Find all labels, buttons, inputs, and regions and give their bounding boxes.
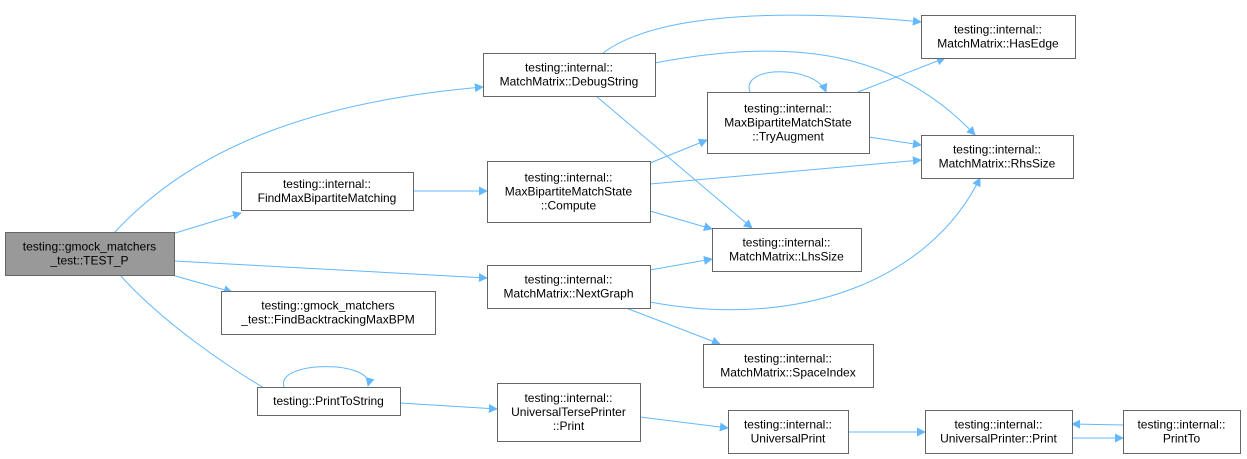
node-box bbox=[707, 92, 870, 154]
node-box bbox=[487, 265, 651, 309]
node-box bbox=[925, 410, 1073, 454]
node-hasedge[interactable]: testing::internal::MatchMatrix::HasEdge bbox=[921, 15, 1076, 59]
edge-compute-to-tryaugment bbox=[649, 138, 708, 164]
node-box bbox=[257, 387, 401, 416]
edge-compute-to-lhssize bbox=[649, 210, 713, 232]
node-label-line: testing::internal:: bbox=[953, 143, 1041, 157]
node-rhssize[interactable]: testing::internal::MatchMatrix::RhsSize bbox=[921, 135, 1074, 179]
edge-nextgraph-to-rhssize bbox=[649, 177, 981, 311]
node-label-line: MatchMatrix::DebugString bbox=[500, 75, 639, 89]
node-label-line: ::Compute bbox=[541, 199, 597, 213]
node-label-line: testing::internal:: bbox=[524, 273, 612, 287]
edge-printtostring-to-printtostring bbox=[283, 366, 375, 388]
node-box bbox=[497, 383, 641, 442]
node-box bbox=[1123, 410, 1241, 454]
node-label-line: ::TryAugment bbox=[752, 130, 824, 144]
node-box bbox=[487, 161, 651, 223]
edge-tryaugment-to-tryaugment bbox=[748, 71, 828, 93]
node-label-line: ::Print bbox=[553, 419, 585, 433]
node-label-line: MatchMatrix::NextGraph bbox=[503, 287, 633, 301]
node-lhssize[interactable]: testing::internal::MatchMatrix::LhsSize bbox=[712, 228, 862, 272]
node-label-line: MatchMatrix::LhsSize bbox=[729, 250, 844, 264]
node-label-line: testing::gmock_matchers bbox=[261, 299, 394, 313]
edge-root-to-findmax bbox=[171, 211, 242, 235]
node-box bbox=[921, 135, 1074, 179]
edge-root-to-debug bbox=[114, 83, 484, 233]
node-label-line: _test::FindBacktrackingMaxBPM bbox=[240, 313, 414, 327]
node-box bbox=[5, 232, 175, 276]
node-printto[interactable]: testing::internal::PrintTo bbox=[1123, 410, 1241, 454]
edge-tryaugment-to-rhssize bbox=[868, 136, 922, 149]
edge-debug-to-rhssize bbox=[654, 50, 976, 136]
edge-debug-to-lhssize bbox=[595, 95, 753, 229]
node-nextgraph[interactable]: testing::internal::MatchMatrix::NextGrap… bbox=[487, 265, 651, 309]
node-label-line: testing::internal:: bbox=[283, 177, 371, 191]
node-label-line: testing::internal:: bbox=[744, 102, 832, 116]
edge-root-to-nextgraph bbox=[173, 260, 488, 283]
node-box bbox=[921, 15, 1076, 59]
node-terse[interactable]: testing::internal::UniversalTersePrinter… bbox=[497, 383, 641, 442]
node-label-line: UniversalTersePrinter bbox=[511, 405, 626, 419]
node-label-line: _test::TEST_P bbox=[49, 254, 128, 268]
node-universalprint[interactable]: testing::internal::UniversalPrint bbox=[728, 410, 849, 454]
node-label-line: testing::gmock_matchers bbox=[23, 240, 156, 254]
node-root[interactable]: testing::gmock_matchers_test::TEST_P bbox=[5, 232, 175, 276]
node-tryaugment[interactable]: testing::internal::MaxBipartiteMatchStat… bbox=[707, 92, 870, 154]
node-label-line: MaxBipartiteMatchState bbox=[505, 185, 633, 199]
node-spaceindex[interactable]: testing::internal::MatchMatrix::SpaceInd… bbox=[703, 344, 874, 388]
edge-nextgraph-to-spaceindex bbox=[625, 307, 721, 346]
node-label-line: testing::internal:: bbox=[525, 61, 613, 75]
node-label-line: testing::internal:: bbox=[742, 236, 830, 250]
node-label-line: testing::internal:: bbox=[1137, 418, 1225, 432]
node-label-line: UniversalPrinter::Print bbox=[940, 432, 1057, 446]
node-label-line: testing::internal:: bbox=[744, 418, 832, 432]
edge-compute-to-rhssize bbox=[649, 156, 922, 185]
node-label-line: testing::internal:: bbox=[524, 391, 612, 405]
edge-printto-to-printerprint bbox=[1071, 419, 1124, 429]
edge-debug-to-hasedge bbox=[602, 14, 922, 54]
node-box bbox=[728, 410, 849, 454]
node-box bbox=[241, 172, 414, 211]
node-box bbox=[483, 53, 656, 97]
node-label-line: MaxBipartiteMatchState bbox=[724, 116, 852, 130]
node-findmax[interactable]: testing::internal::FindMaxBipartiteMatch… bbox=[241, 172, 414, 211]
edge-root-to-printtostring bbox=[119, 274, 283, 399]
edge-nextgraph-to-lhssize bbox=[649, 255, 713, 271]
node-label-line: MatchMatrix::HasEdge bbox=[937, 37, 1059, 51]
node-label-line: testing::PrintToString bbox=[273, 394, 384, 408]
node-compute[interactable]: testing::internal::MaxBipartiteMatchStat… bbox=[487, 161, 651, 223]
node-box bbox=[221, 291, 436, 335]
node-label-line: testing::internal:: bbox=[524, 171, 612, 185]
node-label-line: testing::internal:: bbox=[954, 418, 1042, 432]
node-label-line: testing::internal:: bbox=[954, 23, 1042, 37]
node-label-line: PrintTo bbox=[1163, 432, 1201, 446]
node-label-line: testing::internal:: bbox=[744, 352, 832, 366]
node-backtrack[interactable]: testing::gmock_matchers_test::FindBacktr… bbox=[221, 291, 436, 335]
edge-printtostring-to-terse bbox=[399, 402, 498, 413]
node-label-line: MatchMatrix::SpaceIndex bbox=[720, 366, 855, 380]
node-debug[interactable]: testing::internal::MatchMatrix::DebugStr… bbox=[483, 53, 656, 97]
node-box bbox=[712, 228, 862, 272]
node-printtostring[interactable]: testing::PrintToString bbox=[257, 387, 401, 416]
node-label-line: MatchMatrix::RhsSize bbox=[939, 157, 1056, 171]
node-label-line: UniversalPrint bbox=[751, 432, 826, 446]
edge-root-to-backtrack bbox=[171, 274, 233, 295]
edge-terse-to-universalprint bbox=[639, 416, 729, 432]
node-printerprint[interactable]: testing::internal::UniversalPrinter::Pri… bbox=[925, 410, 1073, 454]
node-label-line: FindMaxBipartiteMatching bbox=[258, 191, 397, 205]
edge-tryaugment-to-hasedge bbox=[857, 56, 946, 93]
node-box bbox=[703, 344, 874, 388]
